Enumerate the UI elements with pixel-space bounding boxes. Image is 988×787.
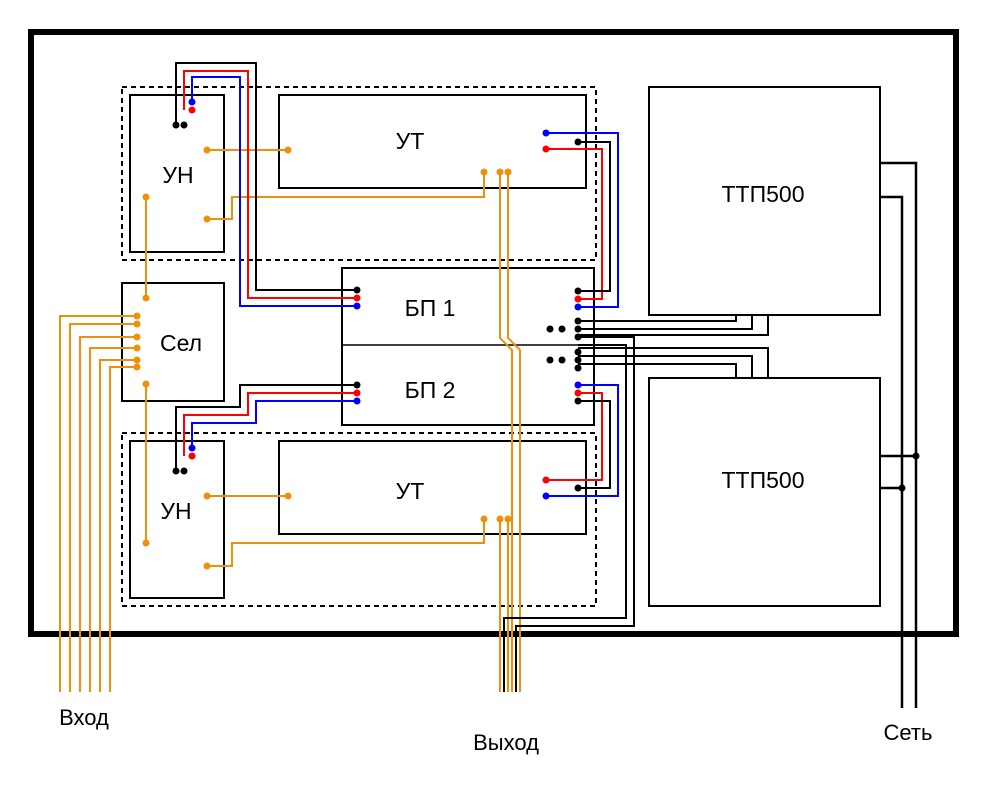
ut-top-block: [278, 94, 587, 189]
mains-wiring: [880, 161, 918, 708]
sel-label: Сел: [160, 330, 202, 356]
bp-block: [341, 267, 595, 426]
ttp-bottom-label: ТТП500: [721, 467, 804, 493]
enclosure: [28, 29, 959, 637]
ttp-bottom-block: [648, 377, 881, 607]
un-power-terminals: [172, 98, 361, 475]
transformer-terminals: [546, 317, 582, 372]
transformer-wiring: [503, 315, 769, 692]
channel-group-bottom: [121, 432, 597, 607]
mains-label: Сеть: [884, 720, 933, 745]
bp1-label: БП 1: [405, 295, 456, 321]
power-wiring-un-top: [175, 62, 357, 307]
power-wiring-un-bottom: [175, 384, 357, 471]
output-label: Выход: [473, 730, 539, 755]
power-wiring-ut-bottom: [546, 384, 619, 497]
bp2-label: БП 2: [405, 377, 456, 403]
ut-power-terminals: [542, 129, 582, 500]
ut-top-label: УТ: [396, 128, 425, 154]
power-wiring-ut-top: [546, 132, 619, 308]
un-top-label: УН: [162, 162, 193, 188]
ut-bottom-block: [278, 440, 587, 535]
signal-wiring: [59, 149, 521, 692]
sel-block: [121, 282, 225, 402]
mains-terminals: [898, 452, 920, 492]
ttp-top-label: ТТП500: [721, 181, 804, 207]
ttp-top-block: [648, 86, 881, 316]
channel-group-top: [121, 86, 597, 261]
un-bottom-label: УН: [160, 498, 191, 524]
ut-bottom-label: УТ: [396, 478, 425, 504]
signal-terminals: [133, 146, 512, 570]
input-label: Вход: [59, 705, 109, 730]
